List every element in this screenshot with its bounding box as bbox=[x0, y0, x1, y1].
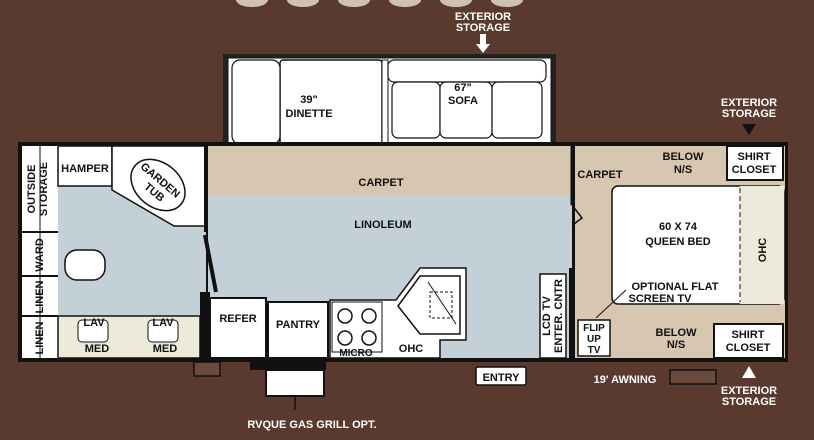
exterior-storage-right-bottom-label-2: STORAGE bbox=[722, 396, 776, 408]
linen-label-1: LINEN bbox=[34, 280, 46, 313]
ohc-bedroom-label: OHC bbox=[757, 238, 769, 263]
below-ns-bottom-label-2: N/S bbox=[667, 339, 685, 351]
shirt-closet-top-label-2: CLOSET bbox=[732, 164, 777, 176]
up-label: UP bbox=[587, 334, 601, 345]
enter-cntr-label: ENTER. CNTR bbox=[553, 279, 565, 353]
shirt-closet-bottom bbox=[713, 323, 784, 359]
optional-tv-label-1: OPTIONAL FLAT bbox=[632, 281, 719, 293]
dinette-label: DINETTE bbox=[285, 108, 332, 120]
carpet-bedroom-label: CARPET bbox=[577, 169, 623, 181]
med-label-2: MED bbox=[153, 343, 178, 355]
dinette-seat-right bbox=[381, 59, 389, 145]
entry-door bbox=[475, 366, 527, 386]
shirt-closet-top-label-1: SHIRT bbox=[738, 151, 771, 163]
dinette-table bbox=[279, 59, 383, 145]
burner-2 bbox=[361, 308, 377, 324]
shirt-closet-top bbox=[726, 145, 784, 181]
sink-1 bbox=[77, 319, 109, 343]
sofa-back bbox=[387, 59, 547, 83]
logo-fragment bbox=[236, 0, 523, 7]
storage-arrow-right-bottom bbox=[742, 366, 756, 378]
burner-1 bbox=[337, 308, 353, 324]
micro-label: MICRO bbox=[339, 348, 373, 359]
pantry bbox=[267, 301, 329, 359]
optional-tv-label-2: SCREEN TV bbox=[629, 293, 693, 305]
lcd-tv-label: LCD TV bbox=[541, 295, 553, 335]
lcd-tv-center: LCD TV ENTER. CNTR bbox=[539, 273, 567, 359]
lav-label-2: LAV bbox=[152, 317, 174, 329]
exterior-storage-top-label-2: STORAGE bbox=[456, 22, 510, 34]
pantry-label: PANTRY bbox=[276, 319, 321, 331]
lav-label-1: LAV bbox=[83, 317, 105, 329]
garden-tub-basin bbox=[130, 158, 186, 212]
bed-size-label: 60 X 74 bbox=[659, 221, 698, 233]
exterior-storage-right-top-label-2: STORAGE bbox=[722, 108, 776, 120]
bedroom-door bbox=[571, 204, 584, 225]
ohc-kitchen-label: OHC bbox=[399, 343, 424, 355]
exterior-storage-top-label-1: EXTERIOR bbox=[455, 11, 511, 23]
burner-4 bbox=[361, 330, 377, 346]
kitchen-sink bbox=[397, 275, 461, 335]
sofa-label: SOFA bbox=[448, 95, 478, 107]
wardrobe-label: WARD bbox=[34, 238, 46, 272]
linoleum-label: LINOLEUM bbox=[354, 219, 411, 231]
storage-arrow-top bbox=[476, 44, 490, 53]
outside-storage-label-1: OUTSIDE bbox=[26, 165, 38, 214]
exterior-storage-right-bottom-label-1: EXTERIOR bbox=[721, 385, 777, 397]
dinette-seat-left bbox=[231, 59, 281, 145]
bathroom: HAMPER GARDEN TUB LAV MED LAV MED bbox=[57, 145, 218, 359]
below-ns-top-label-2: N/S bbox=[674, 164, 692, 176]
refrigerator bbox=[209, 297, 267, 359]
toilet bbox=[64, 249, 106, 281]
linen-label-2: LINEN bbox=[34, 321, 46, 354]
flip-up-tv bbox=[577, 319, 611, 357]
carpet-main-label: CARPET bbox=[358, 177, 404, 189]
exterior-bottom: RVQUE GAS GRILL OPT. ENTRY 19' AWNING EX… bbox=[193, 361, 777, 431]
slideout-top: 39" DINETTE 67" SOFA bbox=[223, 54, 556, 150]
sink-2 bbox=[147, 319, 179, 343]
shirt-closet-bottom-label-1: SHIRT bbox=[732, 329, 765, 341]
below-ns-top-label-1: BELOW bbox=[663, 151, 705, 163]
shirt-closet-bottom-label-2: CLOSET bbox=[726, 342, 771, 354]
kitchen: REFER PANTRY MICRO OHC bbox=[200, 267, 467, 359]
left-storage-column: OUTSIDE STORAGE WARD LINEN LINEN bbox=[22, 146, 58, 358]
stovetop bbox=[331, 301, 383, 353]
sofa-size-label: 67" bbox=[454, 82, 471, 94]
hamper-label: HAMPER bbox=[61, 163, 109, 175]
med-label-1: MED bbox=[85, 343, 110, 355]
bedroom: CARPET BELOW N/S SHIRT CLOSET 60 X 74 QU… bbox=[577, 145, 785, 359]
ohc-bedroom-area bbox=[740, 186, 784, 304]
bathroom-door bbox=[203, 234, 218, 293]
queen-bed-label: QUEEN BED bbox=[645, 236, 710, 248]
outside-storage-label-2: STORAGE bbox=[38, 162, 50, 216]
grill bbox=[265, 369, 325, 397]
burner-3 bbox=[337, 330, 353, 346]
storage-arrow-right-top bbox=[742, 124, 756, 135]
dinette-size-label: 39" bbox=[300, 94, 317, 106]
entry-label: ENTRY bbox=[483, 372, 521, 384]
sofa-cushion-3 bbox=[491, 81, 543, 139]
storage-arrow-top-shaft bbox=[480, 34, 486, 44]
tv-label: TV bbox=[588, 345, 601, 356]
grill-label: RVQUE GAS GRILL OPT. bbox=[247, 419, 376, 431]
flip-label: FLIP bbox=[583, 323, 605, 334]
below-ns-bottom-label-1: BELOW bbox=[656, 327, 698, 339]
awning-label: 19' AWNING bbox=[594, 374, 657, 386]
sofa-cushion-1 bbox=[391, 81, 441, 139]
refer-label: REFER bbox=[219, 313, 256, 325]
exterior-storage-right-top-label-1: EXTERIOR bbox=[721, 97, 777, 109]
